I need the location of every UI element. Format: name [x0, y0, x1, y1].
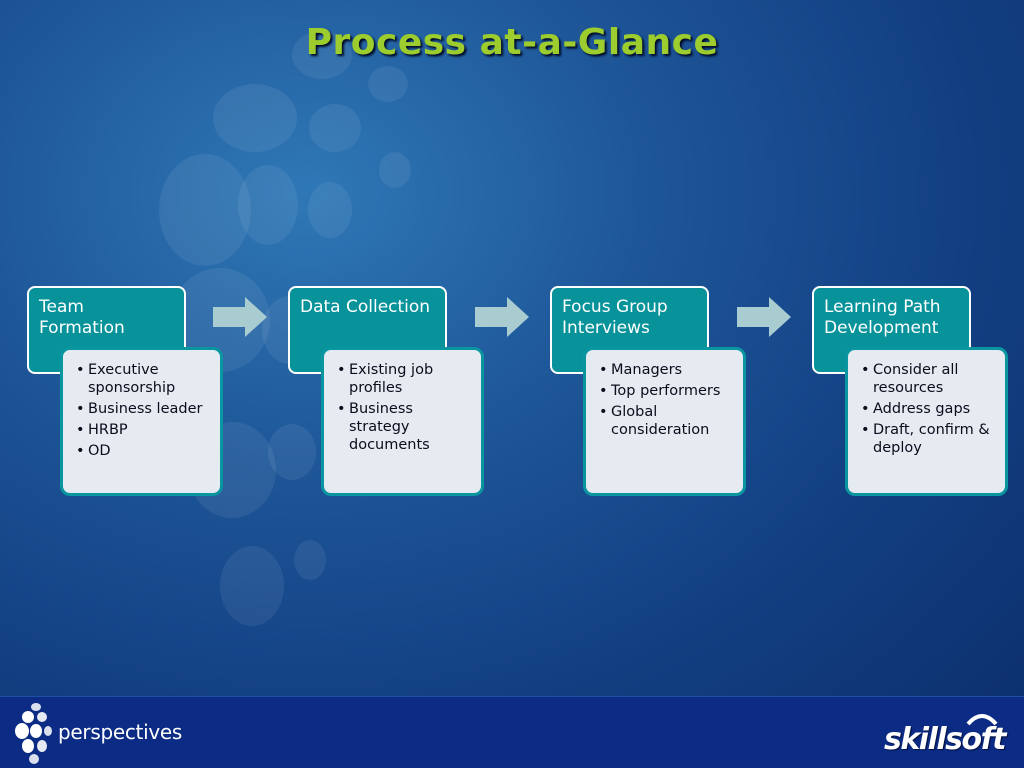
slide-canvas: Process at-a-Glance Team Formation Execu… [0, 0, 1024, 696]
arrow-right-icon [737, 297, 791, 337]
perspectives-logo-icon [15, 703, 52, 764]
bullet-item: Business strategy documents [330, 400, 473, 454]
process-step-focus-group-interviews: Focus Group Interviews Managers Top perf… [550, 286, 790, 498]
bullet-item: Global consideration [592, 403, 735, 439]
bullet-item: HRBP [69, 421, 212, 439]
skillsoft-logo-text: skillsoft [884, 722, 1007, 757]
bullet-item: Existing job profiles [330, 361, 473, 397]
process-step-learning-path-development: Learning Path Development Consider all r… [812, 286, 1024, 498]
bullet-item: Managers [592, 361, 735, 379]
arrow-right-icon [213, 297, 267, 337]
bullet-list: Executive sponsorship Business leader HR… [69, 361, 212, 460]
skillsoft-logo-icon [966, 714, 998, 726]
process-step-data-collection: Data Collection Existing job profiles Bu… [288, 286, 528, 498]
step-detail-box: Existing job profiles Business strategy … [321, 347, 484, 496]
bullet-item: Address gaps [854, 400, 997, 418]
bullet-list: Consider all resources Address gaps Draf… [854, 361, 997, 457]
step-detail-box: Managers Top performers Global considera… [583, 347, 746, 496]
bullet-list: Managers Top performers Global considera… [592, 361, 735, 439]
bullet-item: Top performers [592, 382, 735, 400]
bullet-item: Consider all resources [854, 361, 997, 397]
bullet-item: OD [69, 442, 212, 460]
perspectives-logo-text: perspectives [58, 720, 182, 744]
process-step-team-formation: Team Formation Executive sponsorship Bus… [27, 286, 267, 498]
bullet-item: Executive sponsorship [69, 361, 212, 397]
footer-bar [0, 696, 1024, 768]
slide-title: Process at-a-Glance [305, 22, 719, 63]
bullet-item: Draft, confirm & deploy [854, 421, 997, 457]
step-detail-box: Executive sponsorship Business leader HR… [60, 347, 223, 496]
arrow-right-icon [475, 297, 529, 337]
bullet-item: Business leader [69, 400, 212, 418]
step-detail-box: Consider all resources Address gaps Draf… [845, 347, 1008, 496]
bullet-list: Existing job profiles Business strategy … [330, 361, 473, 454]
